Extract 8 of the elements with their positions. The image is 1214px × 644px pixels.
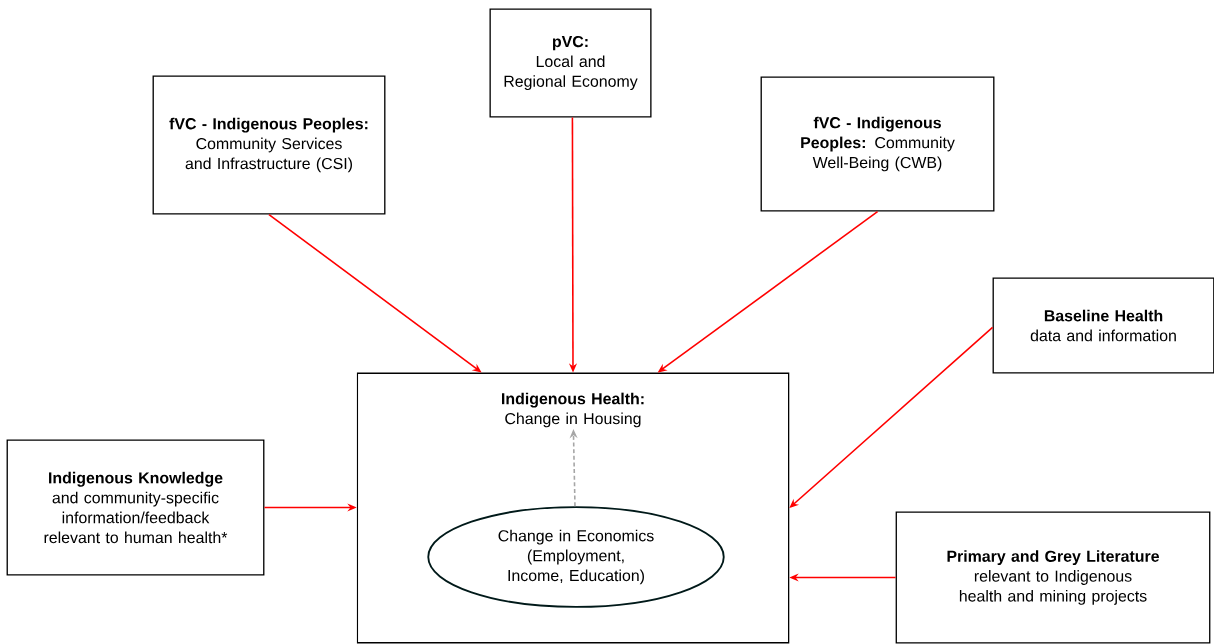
source-box: Baseline Health data and information xyxy=(992,277,1214,374)
source-box: pVC: Local and Regional Economy xyxy=(489,8,652,118)
source-box: fVC - Indigenous Peoples: Community Services and Infrastructure (CSI) xyxy=(152,75,386,215)
source-box: Primary and Grey Literature relevant to Indigenous health and mining projects xyxy=(895,511,1211,644)
outcome-box xyxy=(356,372,790,644)
heading-text: Indigenous Health: Change in Housing xyxy=(502,392,644,428)
source-box: Indigenous Knowledge and community-specific information/feedback relevant to human health* xyxy=(6,439,265,576)
source-box: fVC - Indigenous Peoples: Community Well-Being (CWB) xyxy=(760,76,995,212)
